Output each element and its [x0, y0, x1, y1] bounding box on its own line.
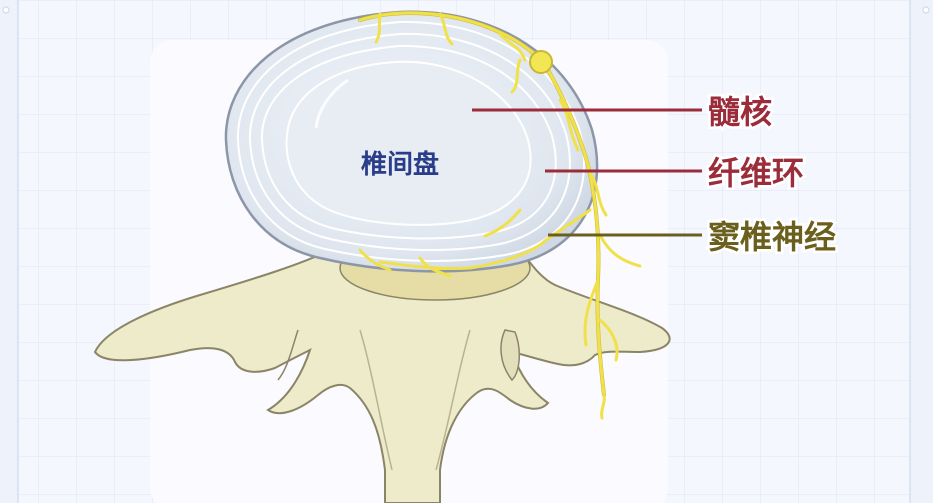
intervertebral-disc: [224, 10, 599, 273]
sinuvertebral-nerve: [358, 11, 642, 420]
corner-dot-left: [2, 6, 10, 14]
disc-label: 椎间盘: [361, 149, 439, 180]
annulus-label: 纤维环: [708, 154, 804, 192]
nucleus-label: 髓核: [708, 93, 772, 131]
nerve-label: 窦椎神经: [708, 218, 836, 256]
right-border: [910, 0, 933, 503]
corner-dot-right: [922, 6, 930, 14]
nerve-ganglion: [529, 50, 553, 74]
left-border: [0, 0, 18, 503]
